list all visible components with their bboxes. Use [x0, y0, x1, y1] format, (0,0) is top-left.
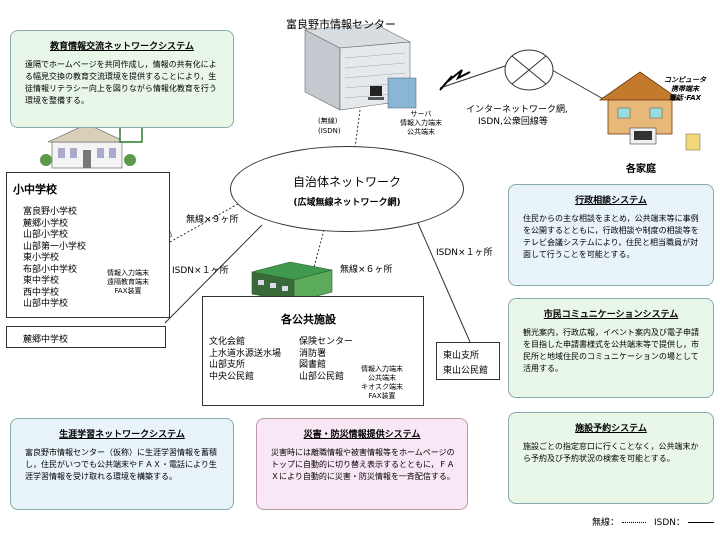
public-terminal-label: 公共端末: [407, 128, 435, 136]
edu-network-body: 遠隔でホームページを共同作成し，情報の共有化による幅見交換の教育交流環境を提供す…: [25, 60, 217, 105]
link-label-isdn-1-b: ISDN×１ヶ所: [436, 248, 493, 258]
schools-title: 小中学校: [13, 183, 57, 196]
link-network-rokugo: [164, 224, 263, 324]
whiteboard-icon: [119, 125, 143, 143]
school-terminal-label: FAX装置: [114, 287, 142, 295]
link-network-facilities: [311, 225, 326, 276]
school-terminal-labels: 情報入力端末 遠隔教育端末 FAX装置: [107, 269, 149, 296]
facility-item: 山部支所: [209, 360, 246, 370]
facility-reservation-body: 施設ごとの指定窓口に行くことなく，公共端末から予約及び予約状況の検索を可能とする…: [523, 442, 699, 463]
disaster-info-panel: 災害・防災情報提供システム 災害時には離職情報や被害情報等をホームページのトップ…: [256, 418, 468, 510]
info-center-name: 富良野市情報センター: [286, 18, 396, 31]
disaster-info-title: 災害・防災情報提供システム: [303, 430, 421, 440]
server-labels: サーバ 情報入力端末 公共端末: [400, 110, 442, 137]
school-item: 山部小学校: [23, 230, 69, 240]
community-body: 観光案内，行政広報，イベント案内及び電子申請を目指した申請書様式を公共端末等で提…: [523, 328, 699, 373]
lifelong-learning-panel: 生涯学習ネットワークシステム 富良野市情報センター（仮称）に生涯学習情報を蓄積し…: [10, 418, 234, 510]
disaster-info-body: 災害時には離職情報や被害情報等をホームページのトップに自動的に切り替え表示すると…: [271, 448, 455, 481]
facility-item: 山部公民館: [299, 371, 345, 382]
link-network-east: [409, 204, 471, 343]
home-devices: コンピュータ 携帯端末 電話･FAX: [664, 76, 706, 103]
legend-wireless-line: [621, 522, 646, 523]
higashiyama-hall: 東山公民館: [443, 366, 489, 376]
school-item: 東中学校: [23, 276, 60, 286]
home-device-mobile: 携帯端末: [671, 85, 699, 93]
home-label: 各家庭: [626, 164, 656, 175]
legend-isdn-label: ISDN：: [654, 518, 686, 528]
facility-reservation-panel: 施設予約システム 施設ごとの指定窓口に行くことなく，公共端末から予約及び予約状況…: [508, 412, 714, 504]
admin-consult-body: 住民からの主な相談をまとめ，公共端末等に事例を公開するとともに，行政相談や制度の…: [523, 214, 699, 259]
community-panel: 市民コミュニケーションシステム 観光案内，行政広報，イベント案内及び電子申請を目…: [508, 298, 714, 398]
admin-consult-title: 行政相談システム: [575, 196, 647, 206]
link-internet-home: [551, 69, 606, 101]
school-terminal-label: 情報入力端末: [107, 269, 149, 277]
schools-list: 富良野小学校 麓郷小学校 山部小学校 山部第一小学校 東小学校 布部小中学校 東…: [23, 207, 86, 311]
lifelong-learning-title: 生涯学習ネットワークシステム: [59, 430, 185, 440]
facility-terminal-label: 公共端末: [368, 374, 396, 382]
edu-network-panel: 教育情報交流ネットワークシステム 遠隔でホームページを共同作成し，情報の共有化に…: [10, 30, 234, 128]
facilities-box: 各公共施設 文化会館 上水道水源送水場 山部支所 中央公民館 保険センター 消防…: [202, 296, 424, 406]
home-device-computer: コンピュータ: [664, 76, 706, 84]
wireless-signal-icon: [439, 69, 471, 91]
higashiyama-branch: 東山支所: [443, 351, 480, 361]
link-label-isdn-1-a: ISDN×１ヶ所: [172, 266, 229, 276]
facilities-title: 各公共施設: [281, 313, 336, 326]
municipal-network-ellipse: 自治体ネットワーク (広域無線ネットワーク網): [230, 146, 464, 232]
school-building-icon: [40, 111, 136, 169]
facility-terminal-labels: 情報入力端末 公共端末 キオスク端末 FAX装置: [361, 365, 403, 401]
facility-terminal-label: 情報入力端末: [361, 365, 403, 373]
link-label-wireless-6: 無線×６ヶ所: [340, 265, 393, 275]
server-label: サーバ: [410, 110, 432, 118]
legend-isdn: ISDN：: [654, 515, 714, 528]
facility-terminal-label: FAX装置: [368, 392, 396, 400]
internet-globe-icon: [504, 49, 554, 91]
facilities-list-1: 文化会館 上水道水源送水場 山部支所 中央公民館: [209, 337, 281, 383]
school-item: 山部第一小学校: [23, 241, 87, 252]
network-subtitle: (広域無線ネットワーク網): [293, 198, 401, 208]
rokugo-junior-high-box: 麓郷中学校: [6, 326, 166, 348]
link-center-network: [354, 109, 361, 149]
school-item: 西中学校: [23, 287, 60, 298]
facility-item: 図書館: [299, 360, 327, 370]
legend-wireless-label: 無線：: [592, 518, 620, 528]
admin-consult-panel: 行政相談システム 住民からの主な相談をまとめ，公共端末等に事例を公開するとともに…: [508, 184, 714, 286]
school-terminal-label: 遠隔教育端末: [107, 278, 149, 286]
link-label-wireless-9: 無線×９ヶ所: [186, 215, 239, 225]
facility-item: 保険センター: [299, 337, 354, 347]
internet-label: インターネットワーク網,: [466, 105, 568, 115]
center-link-isdn: (ISDN): [318, 127, 341, 135]
school-item: 布部小中学校: [23, 264, 78, 275]
school-item: 山部中学校: [23, 299, 69, 309]
lifelong-learning-body: 富良野市情報センター（仮称）に生涯学習情報を蓄積し，住民がいつでも公共端末やＦＡ…: [25, 448, 217, 481]
rokugo-junior-high: 麓郷中学校: [23, 335, 69, 345]
internet-label-2: ISDN,公衆回線等: [478, 117, 548, 127]
schools-box: 小中学校 富良野小学校 麓郷小学校 山部小学校 山部第一小学校 東小学校 布部小…: [6, 172, 170, 318]
legend-wireless: 無線：: [592, 515, 646, 528]
facility-item: 消防署: [299, 348, 327, 359]
network-title: 自治体ネットワーク: [292, 175, 401, 189]
facility-item: 文化会館: [209, 337, 246, 347]
legend-isdn-line: [687, 522, 714, 523]
school-item: 富良野小学校: [23, 207, 78, 217]
community-title: 市民コミュニケーションシステム: [543, 310, 679, 320]
higashiyama-box: 東山支所 東山公民館: [436, 342, 500, 380]
link-center-internet: [439, 65, 506, 89]
home-device-phone-fax: 電話･FAX: [668, 94, 702, 102]
facilities-list-2: 保険センター 消防署 図書館 山部公民館: [299, 337, 353, 383]
facility-reservation-title: 施設予約システム: [575, 424, 647, 434]
center-link-wireless: (無線): [318, 117, 338, 125]
school-item: 東小学校: [23, 253, 60, 263]
facility-item: 中央公民館: [209, 371, 255, 382]
info-center-building-icon: [303, 23, 417, 111]
facility-terminal-label: キオスク端末: [361, 383, 403, 391]
facility-item: 上水道水源送水場: [209, 348, 282, 359]
input-terminal-label: 情報入力端末: [400, 119, 442, 127]
facility-building-icon: [251, 261, 333, 303]
house-icon: [598, 71, 701, 151]
school-item: 麓郷小学校: [23, 218, 69, 229]
edu-network-title: 教育情報交流ネットワークシステム: [50, 42, 194, 52]
